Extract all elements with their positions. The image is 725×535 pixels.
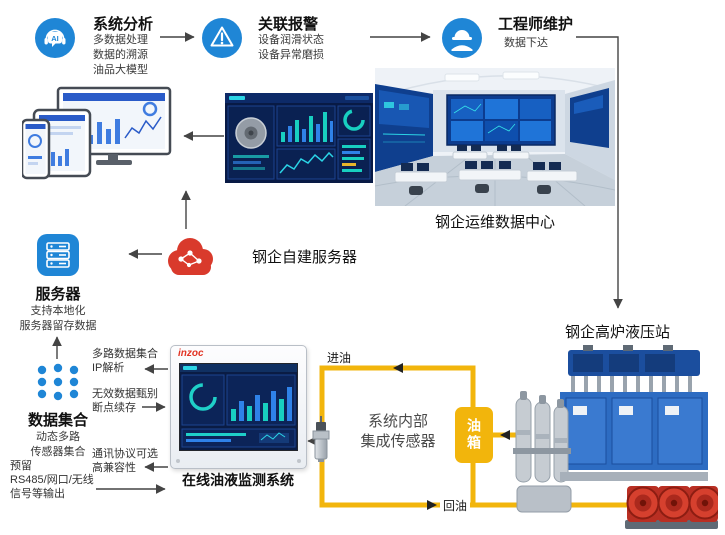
server-icon bbox=[37, 234, 79, 276]
analysis-title: 系统分析 bbox=[93, 16, 154, 33]
side-note-3: 通讯协议可选 高兼容性 bbox=[92, 447, 158, 475]
engineer-title: 工程师维护 bbox=[498, 16, 574, 33]
client-devices-image bbox=[22, 86, 172, 180]
sensor-note-line: 系统内部 bbox=[367, 413, 428, 430]
side-note-line: 高兼容性 bbox=[92, 462, 136, 474]
engineer-line: 数据下达 bbox=[504, 37, 548, 49]
svg-text:AI: AI bbox=[51, 34, 59, 43]
alarm-title: 关联报警 bbox=[258, 16, 319, 33]
data-center-photo bbox=[375, 68, 615, 206]
cloud-server-label: 钢企自建服务器 bbox=[252, 249, 358, 266]
device-screw bbox=[176, 459, 180, 463]
side-note-2: 无效数据甄别 断点续存 bbox=[92, 387, 158, 415]
oil-sensor-icon bbox=[312, 416, 330, 462]
sensor-note-line: 集成传感器 bbox=[360, 433, 436, 450]
side-note-4: 预留 RS485/网口/无线 信号等输出 bbox=[10, 459, 94, 501]
oil-return-label: 回油 bbox=[440, 497, 471, 514]
device-screen bbox=[179, 363, 298, 451]
data-collection-dots-icon bbox=[37, 363, 79, 401]
collection-lines: 动态多路 传感器集合 bbox=[8, 430, 108, 460]
analysis-line: 油品大模型 bbox=[93, 64, 148, 76]
engineer-lines: 数据下达 bbox=[504, 36, 548, 51]
server-title: 服务器 bbox=[35, 286, 81, 303]
device-brand-logo: inzoc bbox=[178, 348, 204, 359]
side-note-1: 多路数据集合 IP解析 bbox=[92, 347, 158, 375]
server-lines: 支持本地化 服务器留存数据 bbox=[8, 304, 108, 334]
side-note-line: 通讯协议可选 bbox=[92, 448, 158, 460]
cloud-server-icon bbox=[168, 238, 213, 275]
collection-line: 动态多路 bbox=[36, 431, 80, 443]
collection-line: 传感器集合 bbox=[30, 446, 86, 458]
side-note-line: 信号等输出 bbox=[10, 488, 65, 500]
oil-monitor-device: inzoc bbox=[170, 345, 307, 469]
alarm-lines: 设备润滑状态 设备异常磨损 bbox=[258, 33, 324, 63]
side-note-line: 预留 bbox=[10, 460, 32, 472]
side-note-line: 多路数据集合 bbox=[92, 348, 158, 360]
data-center-caption: 钢企运维数据中心 bbox=[434, 214, 555, 231]
analysis-line: 多数据处理 bbox=[93, 34, 148, 46]
collection-title: 数据集合 bbox=[27, 412, 88, 429]
side-note-line: 断点续存 bbox=[92, 402, 136, 414]
hydraulic-station-caption: 钢企高炉液压站 bbox=[564, 324, 670, 341]
monitor-caption: 在线油液监测系统 bbox=[182, 472, 294, 488]
dashboard-screenshot-image bbox=[225, 93, 373, 183]
hydraulic-station-image bbox=[513, 345, 718, 529]
alarm-line: 设备润滑状态 bbox=[258, 34, 324, 46]
sensor-note: 系统内部 集成传感器 bbox=[348, 412, 448, 452]
analysis-line: 数据的溯源 bbox=[93, 49, 148, 61]
server-line: 支持本地化 bbox=[30, 305, 86, 317]
server-line: 服务器留存数据 bbox=[19, 320, 97, 332]
device-screw bbox=[297, 459, 301, 463]
ai-analysis-icon: AI bbox=[35, 18, 75, 58]
side-note-line: 无效数据甄别 bbox=[92, 388, 158, 400]
engineer-helmet-icon bbox=[442, 18, 482, 58]
alarm-warning-icon bbox=[202, 18, 242, 58]
analysis-lines: 多数据处理 数据的溯源 油品大模型 bbox=[93, 33, 148, 78]
oil-tank: 油箱 bbox=[455, 407, 493, 463]
server-glyph bbox=[46, 242, 70, 268]
oil-inlet-label: 进油 bbox=[327, 351, 352, 365]
side-note-line: RS485/网口/无线 bbox=[10, 474, 94, 486]
side-note-line: IP解析 bbox=[92, 362, 125, 374]
alarm-line: 设备异常磨损 bbox=[258, 49, 324, 61]
